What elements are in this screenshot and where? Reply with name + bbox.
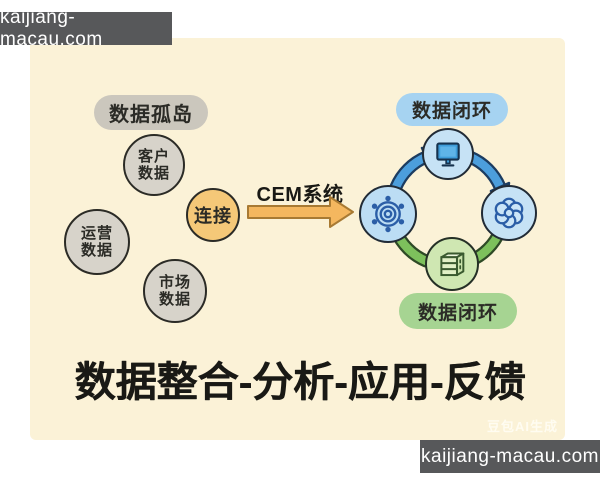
monitor-icon — [436, 142, 460, 167]
site-banner-top: kaijiang-macau.com — [0, 7, 172, 50]
ai-watermark: 豆包AI生成 — [487, 416, 558, 435]
loop-label-bottom-text: 数据闭环 — [417, 302, 498, 324]
silo-text: 市场 — [158, 273, 191, 291]
loop-node-analysis — [481, 185, 537, 241]
site-banner-bottom-text: kaijiang-macau.com — [421, 445, 599, 467]
silo-text: 数据 — [137, 165, 170, 182]
silo-text: 数据 — [158, 291, 191, 308]
silo-circle-operations-data: 运营 数据 — [64, 209, 130, 275]
connect-label: 连接 — [194, 206, 232, 226]
silos-label-text: 数据孤岛 — [109, 104, 193, 126]
ai-watermark-text: 豆包AI生成 — [487, 419, 559, 434]
server-icon — [440, 252, 465, 277]
connect-circle: 连接 — [186, 188, 240, 242]
loop-node-integration — [359, 185, 417, 243]
headline: 数据整合-分析-应用-反馈 — [0, 348, 600, 408]
loop-label-top: 数据闭环 — [396, 93, 508, 126]
headline-text: 数据整合-分析-应用-反馈 — [74, 359, 526, 405]
site-banner-bottom: kaijiang-macau.com — [420, 440, 600, 473]
silo-text: 客户 — [137, 147, 170, 165]
cem-system-text: CEM系统 — [256, 184, 344, 206]
loop-node-data-store — [425, 237, 479, 291]
silo-circle-customer-data: 客户 数据 — [123, 134, 185, 196]
silos-label: 数据孤岛 — [94, 95, 208, 130]
silo-text: 数据 — [80, 242, 113, 259]
site-banner-top-text: kaijiang-macau.com — [0, 6, 103, 50]
silo-circle-market-data: 市场 数据 — [143, 259, 207, 323]
silo-text: 运营 — [80, 224, 113, 242]
loop-label-bottom: 数据闭环 — [399, 293, 517, 329]
loop-label-top-text: 数据闭环 — [411, 101, 492, 122]
cem-system-label: CEM系统 — [247, 178, 353, 207]
flower-icon — [494, 197, 524, 229]
hub-icon — [371, 195, 405, 233]
loop-node-application — [422, 128, 474, 180]
